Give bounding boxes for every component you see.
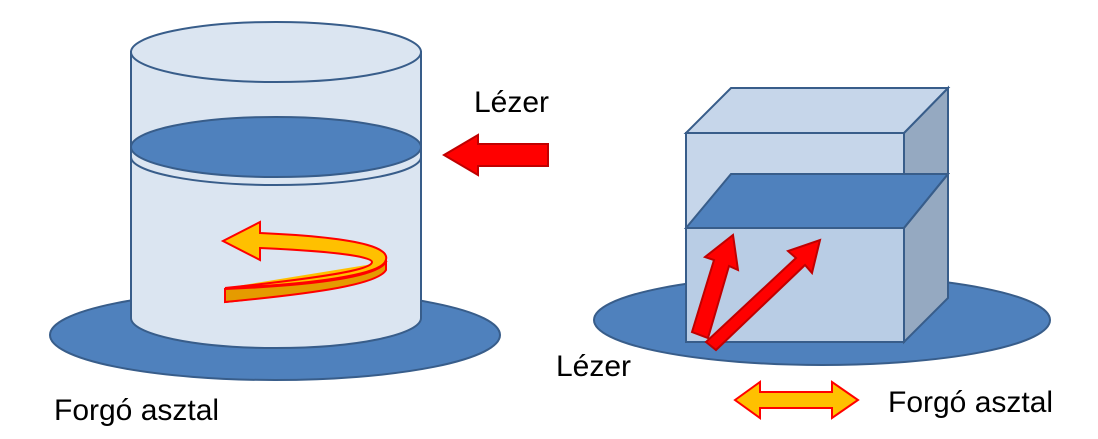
motion-double-arrow-icon: [733, 380, 860, 420]
left-turntable-label: Forgó asztal: [54, 394, 220, 427]
box-side-waterline: [903, 173, 949, 229]
right-laser-label: Lézer: [556, 350, 632, 383]
laser-beam-steep-icon: [690, 233, 740, 340]
left-water-rim: [130, 156, 422, 186]
left-cylinder-top: [130, 21, 422, 83]
laser-beam-shallow-icon: [704, 238, 822, 352]
rotation-arrow-strip: [224, 258, 387, 304]
rotation-arrow-icon: [220, 220, 388, 304]
right-turntable-label: Forgó asztal: [888, 386, 1054, 419]
left-setup: [49, 21, 549, 381]
left-water-surface: [130, 116, 422, 178]
box-water-surface: [683, 173, 951, 229]
box-top-face: [683, 87, 951, 134]
left-laser-arrow-icon: [442, 133, 549, 177]
left-cylinder-body: [130, 51, 422, 349]
left-laser-label: Lézer: [474, 86, 550, 119]
right-setup: [593, 85, 1051, 420]
